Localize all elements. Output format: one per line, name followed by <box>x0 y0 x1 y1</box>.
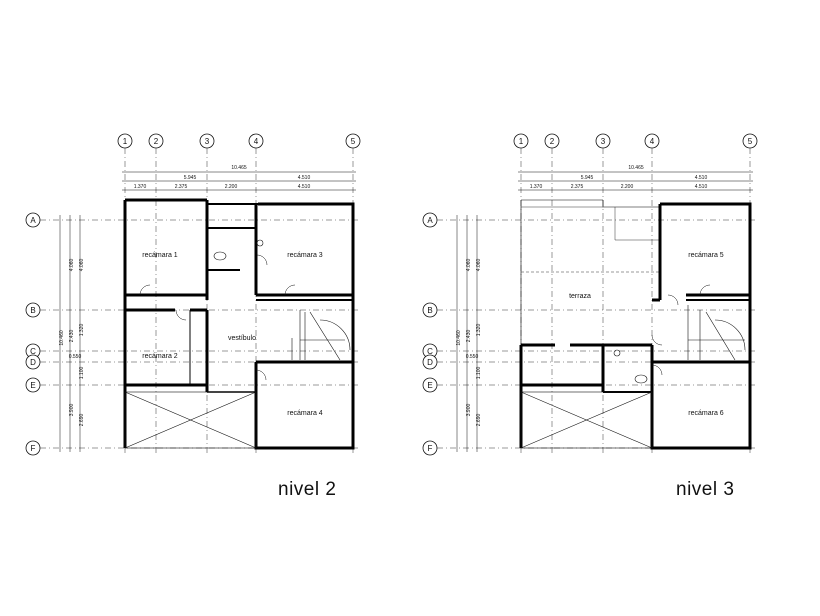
dim-vertical-outer-2: 2.430 <box>69 330 75 343</box>
dim-vertical-outer-1: 4.060 <box>69 259 75 272</box>
dim-partial-right: 4.510 <box>695 175 708 181</box>
dim-partial-right: 4.510 <box>298 175 311 181</box>
stair-nivel-3 <box>687 305 746 361</box>
axis-label-C: C <box>427 347 433 356</box>
dim-overall: 10.465 <box>231 165 247 171</box>
dim-vertical-inner-1: 4.060 <box>79 259 85 272</box>
dim-vertical-inner-3: 1.100 <box>79 367 85 380</box>
dim-span-3: 2.200 <box>621 184 634 190</box>
toilet-icon <box>213 251 227 261</box>
axis-label-3: 3 <box>601 137 606 146</box>
dim-span-4: 4.510 <box>298 184 311 190</box>
dim-vertical-outer-4: 3.900 <box>466 404 472 417</box>
dim-span-1: 1.370 <box>134 184 147 190</box>
dim-vertical-inner-4: 2.690 <box>476 414 482 427</box>
axis-label-D: D <box>427 358 433 367</box>
dim-vertical-inner-2: 1.320 <box>79 324 85 337</box>
room-label-terraza: terraza <box>569 293 591 300</box>
dim-vertical-outer-2: 2.430 <box>466 330 472 343</box>
plan-nivel-2: 1 2 3 4 5 10.465 5.945 4.510 1.370 2.375… <box>25 133 361 456</box>
dim-span-1: 1.370 <box>530 184 543 190</box>
room-label-recamara-4: recámara 4 <box>287 410 323 417</box>
room-label-recamara-3: recámara 3 <box>287 252 323 259</box>
axis-label-B: B <box>427 306 432 315</box>
dim-vertical-total: 10.460 <box>456 330 462 346</box>
axis-label-3: 3 <box>205 137 210 146</box>
dim-overall: 10.465 <box>628 165 644 171</box>
dim-vertical-outer-3: 0.550 <box>466 354 479 360</box>
dim-vertical-inner-3: 1.100 <box>476 367 482 380</box>
room-label-recamara-1: recámara 1 <box>142 252 178 259</box>
axis-label-5: 5 <box>748 137 753 146</box>
axis-label-F: F <box>31 444 36 453</box>
axis-label-D: D <box>30 358 36 367</box>
axis-label-E: E <box>30 381 35 390</box>
dim-vertical-outer-4: 3.900 <box>69 404 75 417</box>
dim-span-3: 2.200 <box>225 184 238 190</box>
room-label-recamara-6: recámara 6 <box>688 410 724 417</box>
dim-vertical-inner-4: 2.690 <box>79 414 85 427</box>
axis-label-A: A <box>427 216 433 225</box>
axis-label-5: 5 <box>351 137 356 146</box>
axis-label-2: 2 <box>154 137 159 146</box>
dim-vertical-inner-1: 4.060 <box>476 259 482 272</box>
axis-label-1: 1 <box>519 137 524 146</box>
axis-label-C: C <box>30 347 36 356</box>
dim-span-2: 2.375 <box>571 184 584 190</box>
dim-partial-left: 5.945 <box>184 175 197 181</box>
axis-label-A: A <box>30 216 36 225</box>
room-label-recamara-2: recámara 2 <box>142 353 178 360</box>
caption-nivel-2: nivel 2 <box>278 479 337 500</box>
axis-label-1: 1 <box>123 137 128 146</box>
stair-nivel-2 <box>291 310 351 361</box>
dim-vertical-outer-1: 4.060 <box>466 259 472 272</box>
dim-span-2: 2.375 <box>175 184 188 190</box>
plan-nivel-3: 1 2 3 4 5 10.465 5.945 4.510 1.370 2.375… <box>422 133 758 456</box>
axis-label-2: 2 <box>550 137 555 146</box>
dim-partial-left: 5.945 <box>581 175 594 181</box>
toilet-icon <box>634 374 648 384</box>
axis-label-E: E <box>427 381 432 390</box>
dim-vertical-outer-3: 0.550 <box>69 354 82 360</box>
dim-vertical-inner-2: 1.320 <box>476 324 482 337</box>
sink-icon <box>256 239 264 247</box>
dim-vertical-total: 10.460 <box>59 330 65 346</box>
axis-label-B: B <box>30 306 35 315</box>
axis-label-4: 4 <box>254 137 259 146</box>
axis-label-F: F <box>428 444 433 453</box>
axis-label-4: 4 <box>650 137 655 146</box>
room-label-vestibulo: vestíbulo <box>228 335 256 342</box>
room-label-recamara-5: recámara 5 <box>688 252 724 259</box>
dim-span-4: 4.510 <box>695 184 708 190</box>
sink-icon <box>613 349 621 357</box>
caption-nivel-3: nivel 3 <box>676 479 735 500</box>
